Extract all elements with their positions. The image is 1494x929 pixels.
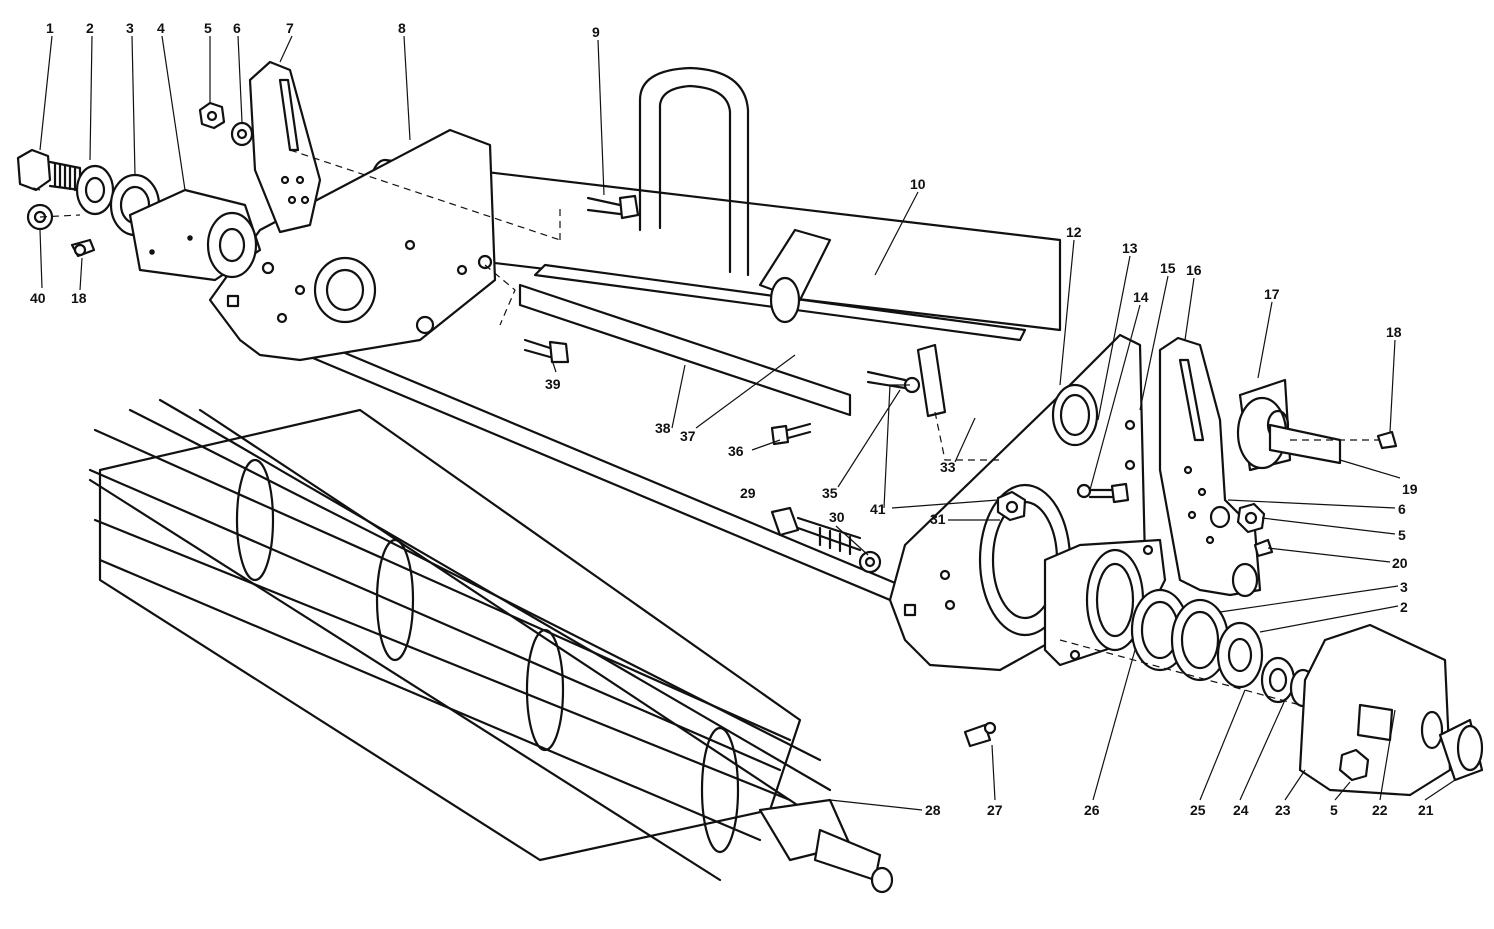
callout-36: 36 — [728, 443, 744, 459]
callout-10: 10 — [910, 176, 926, 192]
callout-22: 22 — [1372, 802, 1388, 818]
callout-3-right: 3 — [1400, 579, 1408, 595]
callout-29: 29 — [740, 485, 756, 501]
assembly-lines — [19, 149, 1380, 706]
callout-3: 3 — [126, 20, 134, 36]
right-end-hardware — [1158, 336, 1398, 598]
callout-38: 38 — [655, 420, 671, 436]
callout-20: 20 — [1392, 555, 1408, 571]
callout-28: 28 — [925, 802, 941, 818]
callout-8: 8 — [398, 20, 406, 36]
callout-17: 17 — [1264, 286, 1280, 302]
callout-23: 23 — [1275, 802, 1291, 818]
callout-6: 6 — [233, 20, 241, 36]
callout-31: 31 — [930, 511, 946, 527]
callout-41: 41 — [870, 501, 886, 517]
callout-37: 37 — [680, 428, 696, 444]
callout-19: 19 — [1402, 481, 1418, 497]
callout-25: 25 — [1190, 802, 1206, 818]
left-end-hardware — [16, 60, 322, 282]
callout-18-left: 18 — [71, 290, 87, 306]
callout-9: 9 — [592, 24, 600, 40]
callout-5-right: 5 — [1398, 527, 1406, 543]
callout-40: 40 — [30, 290, 46, 306]
callout-12: 12 — [1066, 224, 1082, 240]
callout-21: 21 — [1418, 802, 1434, 818]
callout-14: 14 — [1133, 289, 1149, 305]
callout-7: 7 — [286, 20, 294, 36]
callout-24: 24 — [1233, 802, 1249, 818]
callout-6-right: 6 — [1398, 501, 1406, 517]
callout-35: 35 — [822, 485, 838, 501]
callout-2: 2 — [86, 20, 94, 36]
fasteners — [523, 194, 1130, 748]
callout-27: 27 — [987, 802, 1003, 818]
callout-4: 4 — [157, 20, 165, 36]
callout-33: 33 — [940, 459, 956, 475]
callout-18-right: 18 — [1386, 324, 1402, 340]
callout-2-right: 2 — [1400, 599, 1408, 615]
cutting-reel — [88, 398, 894, 894]
callout-5: 5 — [204, 20, 212, 36]
callout-16: 16 — [1186, 262, 1202, 278]
callout-26: 26 — [1084, 802, 1100, 818]
callout-30: 30 — [829, 509, 845, 525]
callout-1: 1 — [46, 20, 54, 36]
callout-39: 39 — [545, 376, 561, 392]
leader-lines — [39, 35, 1456, 811]
callout-5-bottom: 5 — [1330, 802, 1338, 818]
callout-13: 13 — [1122, 240, 1138, 256]
callout-numbers: 1 2 3 4 5 6 7 8 9 10 12 13 14 15 16 17 1… — [30, 20, 1434, 818]
bearing-stack — [1043, 538, 1484, 797]
callout-15: 15 — [1160, 260, 1176, 276]
